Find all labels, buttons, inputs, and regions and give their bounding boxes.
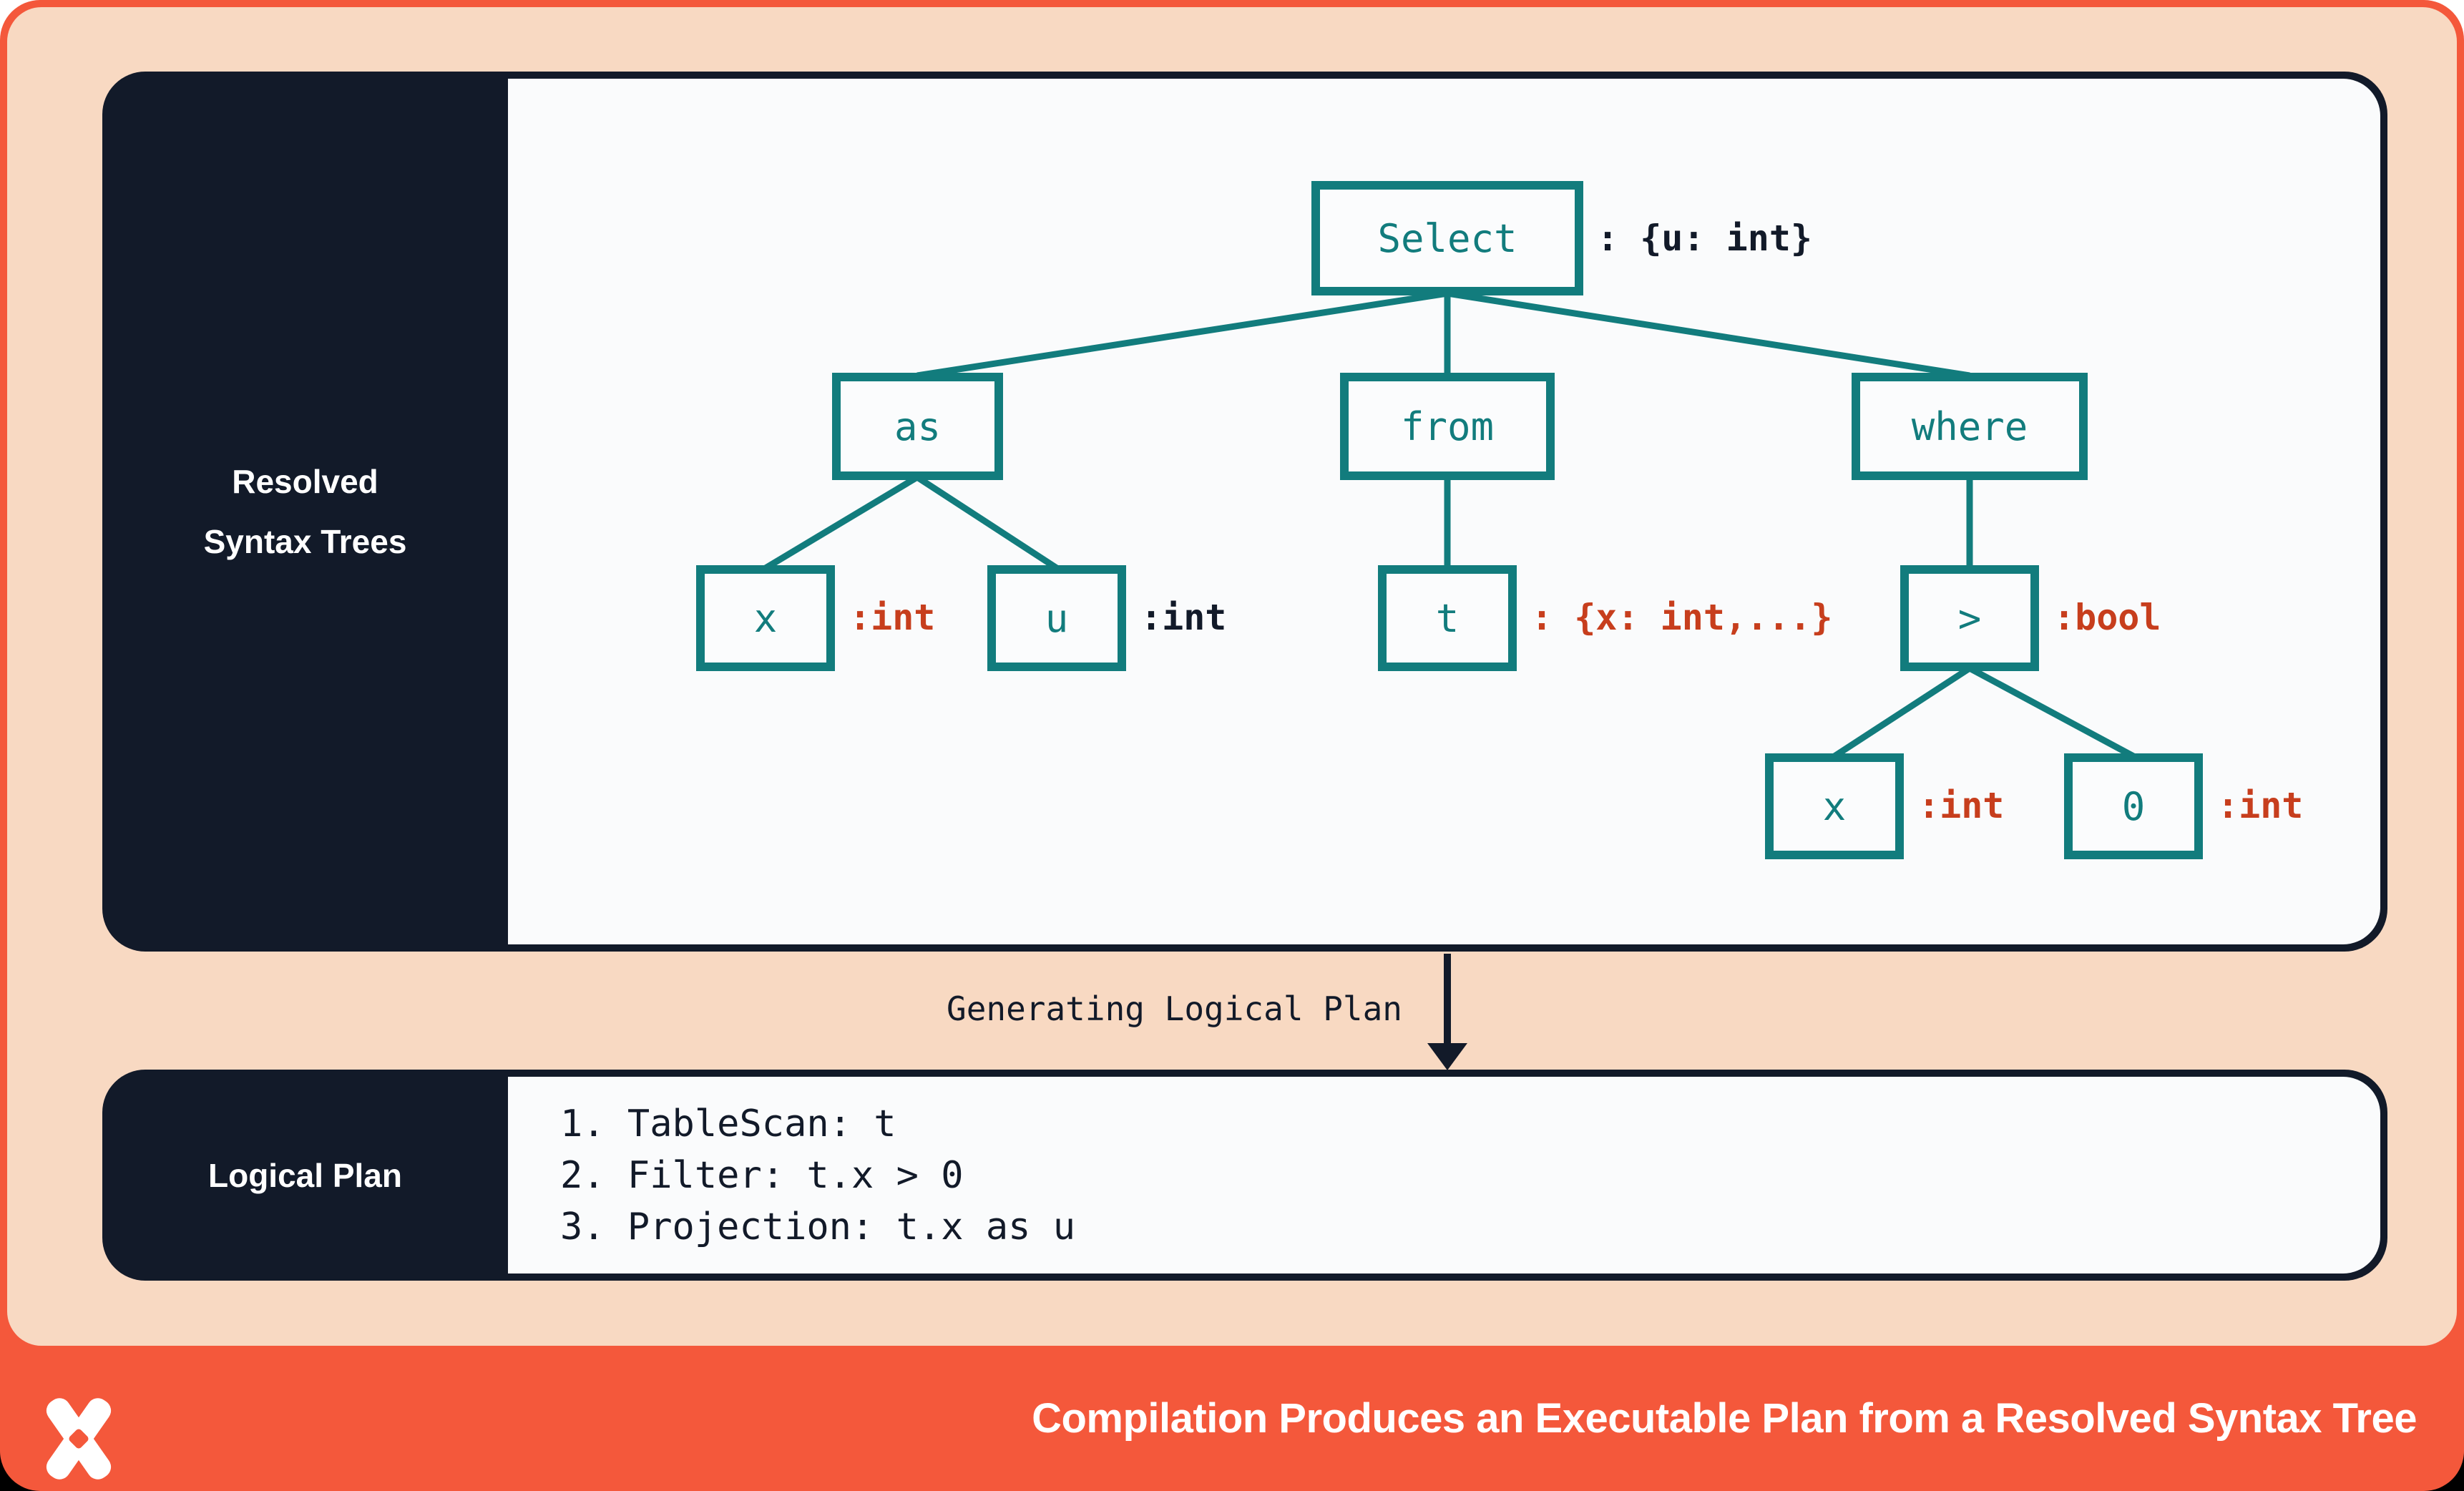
sidebar-title-line1: Resolved bbox=[232, 463, 378, 500]
node-select: Select bbox=[1311, 181, 1583, 295]
node-from: from bbox=[1340, 373, 1555, 480]
node-as: as bbox=[832, 373, 1003, 480]
resolved-syntax-trees-panel: Resolved Syntax Trees bbox=[102, 72, 2387, 952]
node-u: u bbox=[987, 565, 1126, 671]
plan-step-3: 3. Projection: t.x as u bbox=[560, 1205, 1076, 1248]
node-t: t bbox=[1378, 565, 1517, 671]
logical-plan-sidebar: Logical Plan bbox=[102, 1070, 508, 1281]
node-where-label: where bbox=[1911, 404, 2028, 449]
footer-bar: Compilation Produces an Executable Plan … bbox=[0, 1346, 2464, 1491]
transition-label: Generating Logical Plan bbox=[947, 989, 1402, 1028]
node-x-as-label: x bbox=[753, 595, 778, 641]
logical-plan-title: Logical Plan bbox=[208, 1156, 402, 1194]
node-as-label: as bbox=[894, 404, 942, 449]
node-greater-than: > bbox=[1900, 565, 2039, 671]
node-x-as: x bbox=[696, 565, 835, 671]
logical-plan-steps: 1. TableScan: t 2. Filter: t.x > 0 3. Pr… bbox=[483, 1077, 2355, 1274]
plan-step-2: 2. Filter: t.x > 0 bbox=[560, 1153, 964, 1197]
node-select-label: Select bbox=[1377, 215, 1517, 261]
node-zero-label: 0 bbox=[2121, 783, 2146, 829]
type-annotation-x-where: :int bbox=[1918, 784, 2005, 826]
type-annotation-zero: :int bbox=[2217, 784, 2304, 826]
node-t-label: t bbox=[1435, 595, 1460, 641]
plan-step-1: 1. TableScan: t bbox=[560, 1102, 896, 1145]
logical-plan-content bbox=[508, 1077, 2380, 1274]
type-annotation-u: :int bbox=[1140, 596, 1227, 638]
node-greater-than-label: > bbox=[1957, 595, 1982, 641]
type-annotation-x-as: :int bbox=[849, 596, 936, 638]
node-from-label: from bbox=[1400, 404, 1495, 449]
sidebar-title-line2: Syntax Trees bbox=[203, 523, 407, 560]
type-annotation-greater-than: :bool bbox=[2053, 596, 2161, 638]
type-annotation-select: : {u: int} bbox=[1597, 217, 1813, 259]
node-x-where: x bbox=[1765, 753, 1904, 859]
logical-plan-panel: Logical Plan bbox=[102, 1070, 2387, 1281]
node-x-where-label: x bbox=[1822, 783, 1847, 829]
footer-title: Compilation Produces an Executable Plan … bbox=[1032, 1395, 2417, 1442]
node-zero: 0 bbox=[2064, 753, 2203, 859]
resolved-syntax-trees-sidebar: Resolved Syntax Trees bbox=[102, 72, 508, 952]
node-where: where bbox=[1852, 373, 2088, 480]
node-u-label: u bbox=[1045, 595, 1069, 641]
dolt-x-logo-icon bbox=[46, 1398, 112, 1480]
type-annotation-t: : {x: int,...} bbox=[1531, 596, 1833, 638]
